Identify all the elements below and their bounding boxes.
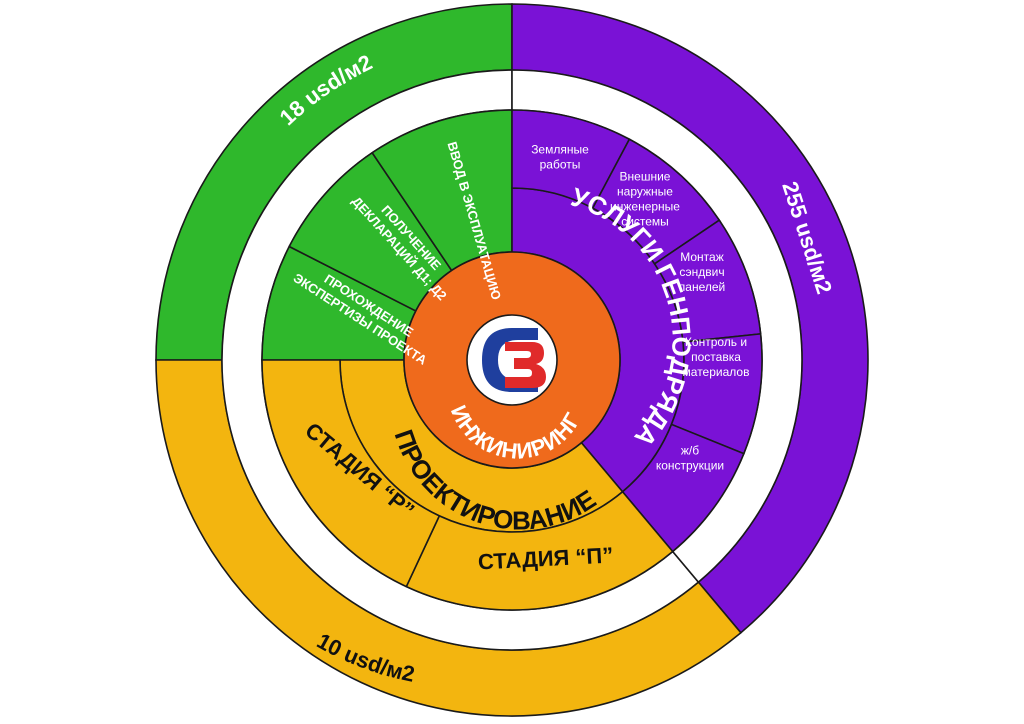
logo-red-mark: [505, 342, 546, 388]
design-stage-sector-r: [261, 359, 441, 588]
logo-blue-mark: [482, 328, 538, 392]
company-logo: [466, 314, 558, 406]
service-sectors: [261, 109, 763, 611]
